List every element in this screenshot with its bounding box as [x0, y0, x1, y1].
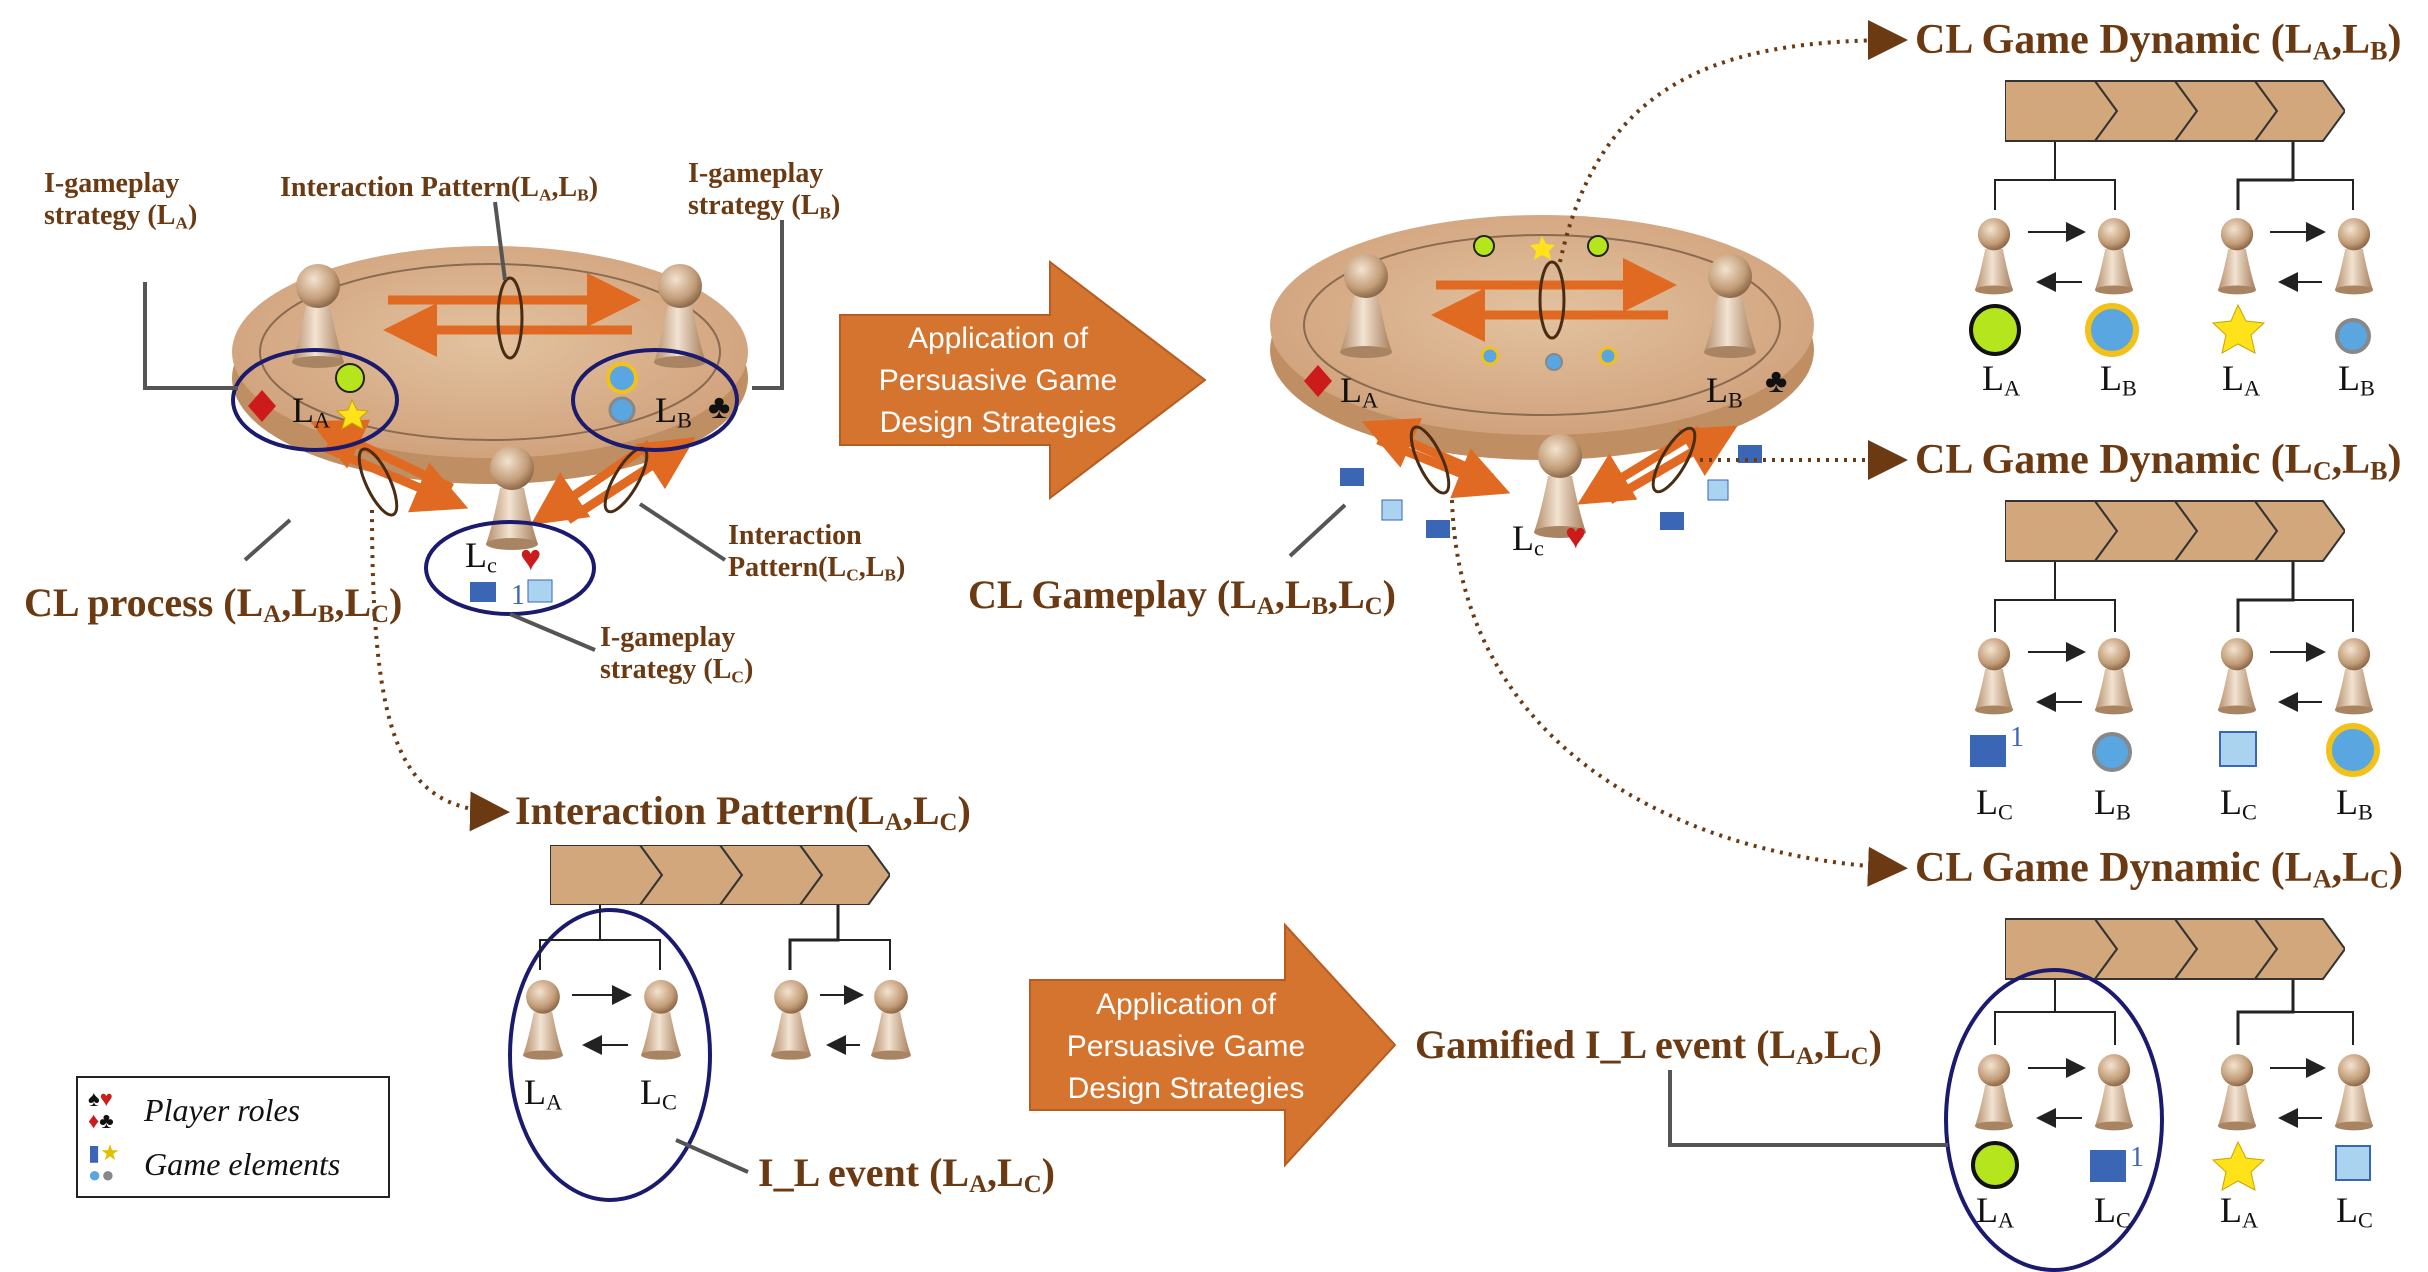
igs-a-label: I-gameplay strategy (LA) [44, 168, 198, 233]
dyn-ac-lc-1: LC [2094, 1190, 2131, 1233]
interaction-pattern-cb-label: Interaction Pattern(LC,LB) [728, 520, 906, 585]
legend-game-elements: ▮★●● Game elements [88, 1140, 341, 1187]
dyn-ab-lb-1: LB [2100, 358, 2137, 401]
legend-player-roles: ♠♥♦♣ Player roles [88, 1086, 301, 1133]
dynamic-ac-title: CL Game Dynamic (LA,LC) [1915, 845, 2403, 894]
dyn-ab-la-2: LA [2222, 358, 2261, 401]
table1-lb: LB [655, 390, 692, 433]
table2-la: LA [1340, 370, 1379, 413]
dynamics-ab [1969, 80, 2374, 357]
cl-gameplay-label: CL Gameplay (LA,LB,LC) [968, 572, 1396, 621]
dynamics-ac [1668, 918, 2374, 1272]
orange-arrow-2 [1029, 922, 1397, 1168]
dyn-cb-thumb-count: 1 [2010, 722, 2024, 753]
dyn-cb-lb-2: LB [2336, 782, 2373, 825]
cl-gameplay-table: ♣ ♥ [1270, 20, 1908, 887]
dyn-ac-lc-2: LC [2336, 1190, 2373, 1233]
cl-process-label: CL process (LA,LB,LC) [24, 580, 403, 629]
table1-thumb-count: 1 [511, 580, 525, 611]
dynamics-cb [1970, 500, 2380, 777]
interaction-pattern-ac [508, 845, 911, 1202]
svg-text:♥: ♥ [520, 538, 541, 578]
dynamic-cb-title: CL Game Dynamic (LC,LB) [1915, 437, 2402, 486]
gamified-event-label: Gamified I_L event (LA,LC) [1415, 1022, 1882, 1071]
dyn-ab-la-1: LA [1982, 358, 2021, 401]
dyn-ac-la-1: LA [1976, 1190, 2015, 1233]
interaction-pattern-ab-label: Interaction Pattern(LA,LB) [280, 172, 599, 205]
cl-process-table: ♣ ♥ [143, 201, 784, 832]
table2-lb: LB [1706, 370, 1743, 413]
svg-text:♥: ♥ [1565, 516, 1586, 556]
pattern-la: LA [524, 1072, 563, 1115]
dyn-cb-lb-1: LB [2094, 782, 2131, 825]
legend: ♠♥♦♣ Player roles ▮★●● Game elements [76, 1076, 390, 1198]
game-elements-icon: ▮★●● [88, 1140, 120, 1187]
suits-icon: ♠♥♦♣ [88, 1086, 114, 1133]
svg-text:♣: ♣ [708, 389, 730, 426]
svg-text:♣: ♣ [1765, 363, 1787, 400]
dynamic-ab-title: CL Game Dynamic (LA,LB) [1915, 17, 2402, 66]
dyn-cb-lc-2: LC [2220, 782, 2257, 825]
dyn-ab-lb-2: LB [2338, 358, 2375, 401]
i-l-event-label: I_L event (LA,LC) [758, 1150, 1055, 1199]
igs-c-label: I-gameplay strategy (LC) [600, 622, 754, 687]
interaction-pattern-ac-label: Interaction Pattern(LA,LC) [515, 788, 971, 837]
dyn-ac-thumb-count: 1 [2130, 1142, 2144, 1173]
orange-arrow-1 [839, 259, 1207, 501]
pattern-lc: LC [640, 1072, 677, 1115]
igs-b-label: I-gameplay strategy (LB) [688, 158, 841, 223]
dyn-cb-lc-1: LC [1976, 782, 2013, 825]
table1-la: LA [292, 390, 331, 433]
table1-lc: Lc [465, 535, 497, 578]
table2-lc: Lc [1512, 518, 1544, 561]
dyn-ac-la-2: LA [2220, 1190, 2259, 1233]
